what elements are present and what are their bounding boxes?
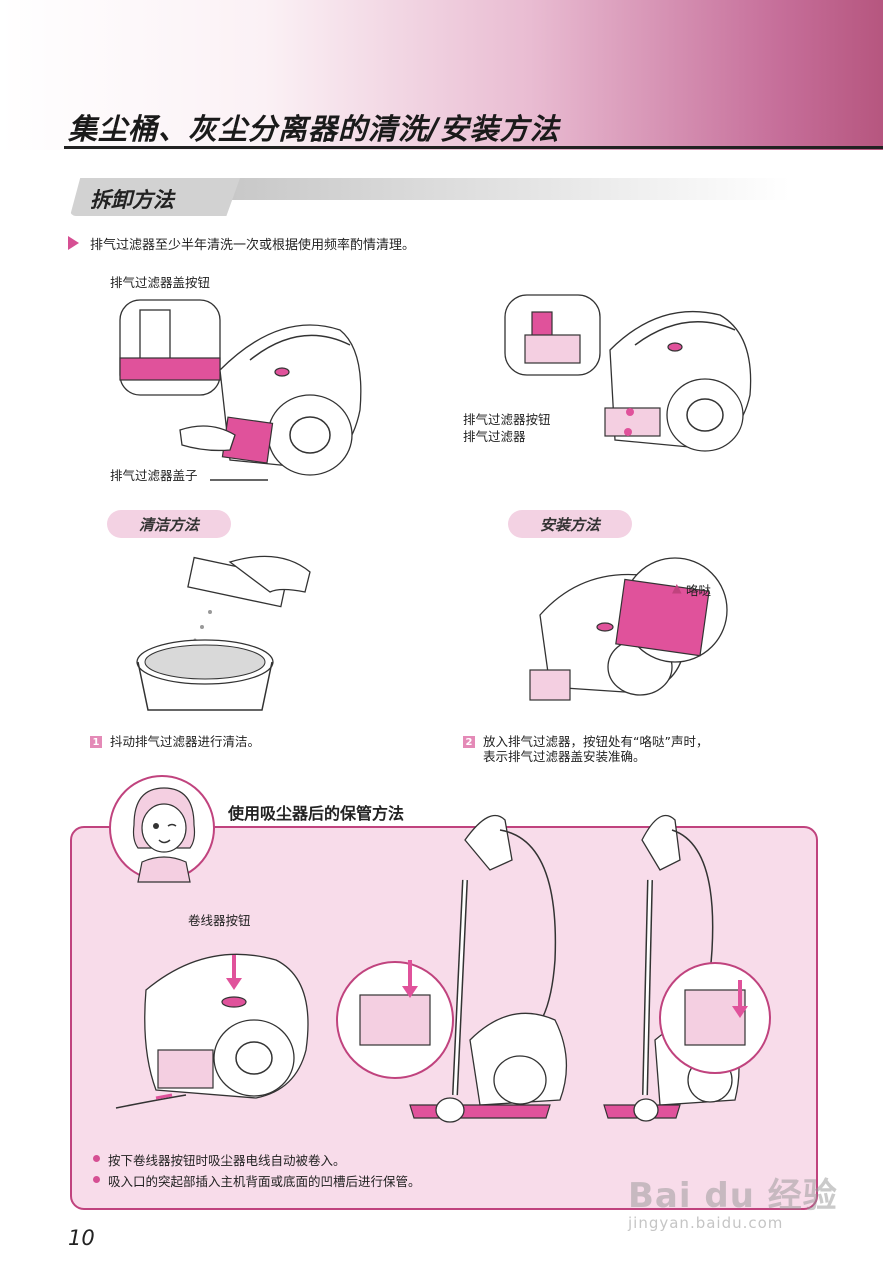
section-heading-bar bbox=[230, 178, 790, 200]
cleaning-step-text: 抖动排气过滤器进行清洁。 bbox=[110, 734, 261, 749]
click-sound-label: 咯哒 bbox=[686, 583, 712, 598]
filter-label: 排气过滤器 bbox=[463, 429, 526, 444]
intro-text: 排气过滤器至少半年清洗一次或根据使用频率酌情清理。 bbox=[90, 238, 416, 253]
mascot-girl-illustration bbox=[109, 775, 215, 883]
storage-bullet-1: 按下卷线器按钮时吸尘器电线自动被卷入。 bbox=[108, 1153, 346, 1168]
cover-button-label: 排气过滤器盖按钮 bbox=[110, 275, 211, 290]
step-number-badge: 2 bbox=[463, 736, 475, 748]
watermark-url: jingyan.baidu.com bbox=[628, 1214, 784, 1232]
reel-button-label: 卷线器按钮 bbox=[188, 913, 251, 928]
installing-illustration bbox=[529, 557, 728, 701]
cleaning-illustration bbox=[136, 555, 311, 711]
bullet-dot bbox=[93, 1155, 100, 1162]
page-number: 10 bbox=[68, 1226, 95, 1250]
upright-storage-illustration-1 bbox=[336, 814, 568, 1123]
triangle-click-icon: ▲ bbox=[672, 580, 682, 595]
installing-step-text-line2: 表示排气过滤器盖安装准确。 bbox=[483, 749, 646, 764]
section-heading-tab bbox=[70, 178, 240, 216]
installing-method-title: 安装方法 bbox=[508, 510, 632, 538]
removal-illustration-right bbox=[504, 294, 752, 452]
bullet-dot bbox=[93, 1176, 100, 1183]
section-title: 拆卸方法 bbox=[90, 188, 174, 212]
filter-button-label: 排气过滤器按钮 bbox=[463, 412, 551, 427]
page-title: 集尘桶、灰尘分离器的清洗/安装方法 bbox=[68, 112, 560, 146]
installing-step-text-line1: 放入排气过滤器，按钮处有“咯哒”声时， bbox=[483, 734, 709, 749]
triangle-arrow-icon bbox=[68, 236, 79, 250]
cover-label: 排气过滤器盖子 bbox=[110, 468, 198, 483]
header-divider bbox=[64, 146, 883, 149]
upright-storage-illustration-2 bbox=[603, 814, 771, 1122]
cleaning-method-title: 清洁方法 bbox=[107, 510, 231, 538]
step-number-badge: 1 bbox=[90, 736, 102, 748]
storage-title: 使用吸尘器后的保管方法 bbox=[228, 804, 405, 823]
storage-bullet-2: 吸入口的突起部插入主机背面或底面的凹槽后进行保管。 bbox=[108, 1174, 421, 1189]
cord-reel-illustration bbox=[115, 953, 309, 1109]
removal-illustration-left bbox=[119, 299, 362, 481]
header-gradient-band bbox=[0, 0, 883, 150]
watermark-logo: Bai du 经验 bbox=[628, 1176, 838, 1216]
